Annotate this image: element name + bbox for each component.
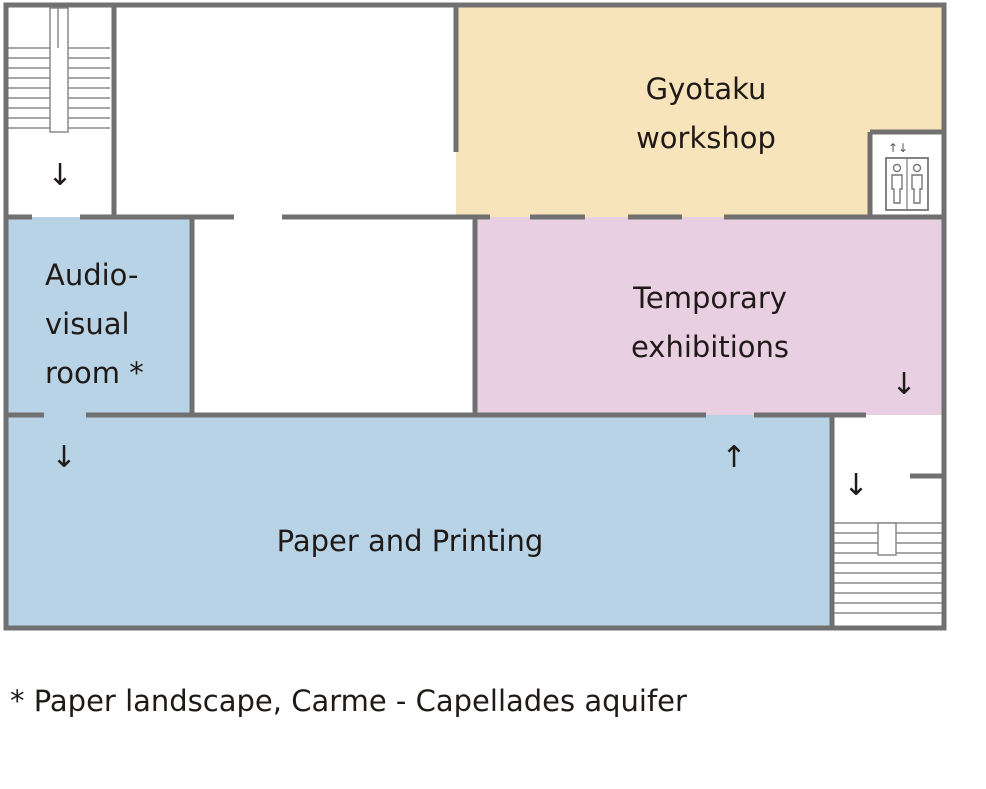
arrow-down-icon: ↓ — [47, 158, 72, 193]
temporary-label-line1: Temporary — [632, 281, 787, 315]
stairs-icon — [834, 522, 942, 614]
audiovisual-label-line3: room * — [45, 356, 144, 390]
temporary-label-line2: exhibitions — [631, 330, 789, 364]
svg-text:↑↓: ↑↓ — [888, 141, 908, 155]
floor-plan: ↑↓ Gyotaku workshop Temporary exhibition… — [3, 2, 947, 631]
walls — [3, 2, 947, 631]
elevator-icon: ↑↓ — [885, 141, 929, 211]
arrow-down-icon: ↓ — [891, 367, 916, 402]
room-temporary-exhibitions[interactable] — [475, 217, 944, 415]
gyotaku-label-line1: Gyotaku — [646, 72, 767, 106]
room-paper-and-printing[interactable] — [6, 415, 832, 628]
arrow-down-icon: ↓ — [843, 468, 868, 503]
room-gyotaku-workshop[interactable] — [456, 5, 944, 217]
footnote: * Paper landscape, Carme - Capellades aq… — [10, 684, 687, 718]
audiovisual-label-line1: Audio- — [45, 258, 138, 292]
arrow-down-icon: ↓ — [51, 440, 76, 475]
room-audiovisual[interactable] — [6, 217, 192, 415]
gyotaku-label-line2: workshop — [636, 121, 776, 155]
paper-printing-label: Paper and Printing — [277, 524, 544, 558]
audiovisual-label-line2: visual — [45, 307, 130, 341]
arrow-up-icon: ↑ — [721, 440, 746, 475]
stairs-icon — [8, 7, 110, 133]
